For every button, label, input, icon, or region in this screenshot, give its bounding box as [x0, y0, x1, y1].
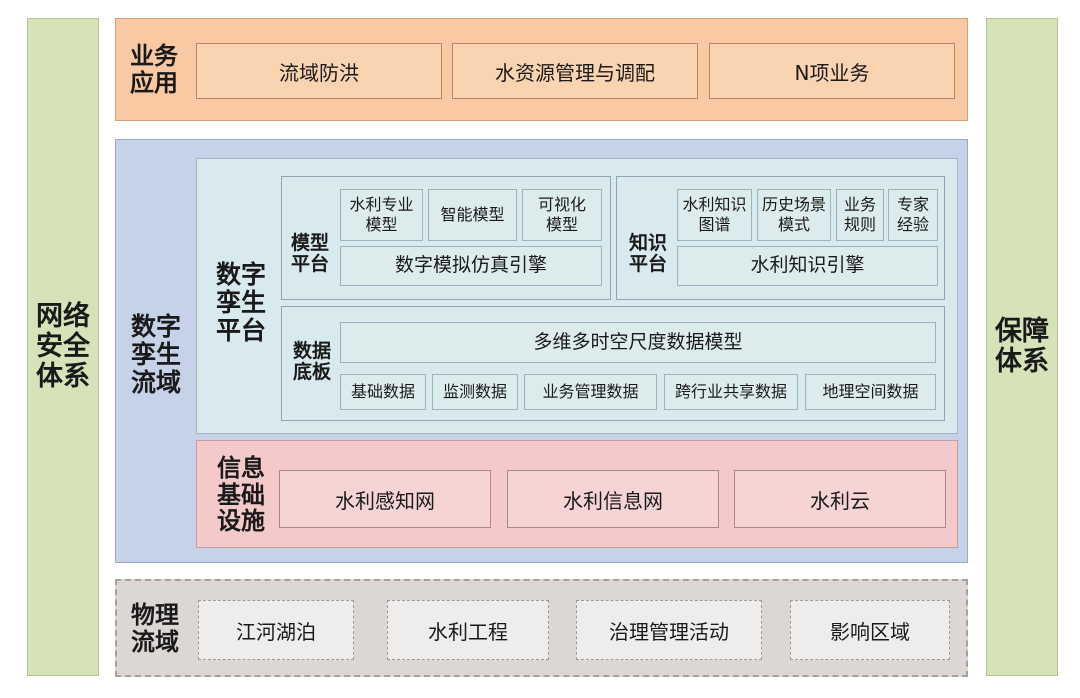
business-app-label-text: 业务应用: [130, 42, 178, 97]
data-item: 地理空间数据: [805, 374, 936, 410]
knowledge-item: 历史场景模式: [757, 189, 831, 241]
physical-basin-label-text: 物理流域: [131, 601, 179, 656]
infra-item: 水利信息网: [507, 470, 719, 528]
physical-basin-label: 物理流域: [123, 593, 187, 665]
business-item: N项业务: [709, 43, 955, 99]
model-item: 水利专业模型: [340, 189, 423, 241]
info-infra-label: 信息基础设施: [209, 447, 273, 543]
infra-item: 水利感知网: [279, 470, 491, 528]
physical-item: 影响区域: [790, 600, 950, 660]
data-base-panel: 数据底板 多维多时空尺度数据模型 基础数据 监测数据 业务管理数据 跨行业共享数…: [281, 306, 945, 421]
guarantee-system-label: 保障体系: [995, 315, 1049, 377]
knowledge-item-text: 业务规则: [843, 195, 876, 234]
data-item: 业务管理数据: [524, 374, 657, 410]
model-platform-panel: 模型平台 水利专业模型 智能模型 可视化模型 数字模拟仿真引擎: [281, 176, 611, 300]
model-platform-label: 模型平台: [286, 227, 334, 281]
knowledge-platform-label: 知识平台: [621, 227, 675, 281]
model-item: 可视化模型: [522, 189, 602, 241]
guarantee-system-panel: 保障体系: [986, 18, 1058, 676]
model-item-text: 水利专业模型: [349, 195, 414, 234]
info-infra-label-text: 信息基础设施: [217, 453, 265, 536]
physical-item: 水利工程: [387, 600, 549, 660]
info-infra-panel: 信息基础设施 水利感知网 水利信息网 水利云: [196, 440, 958, 548]
business-item: 水资源管理与调配: [452, 43, 698, 99]
infra-item: 水利云: [734, 470, 946, 528]
digital-twin-platform-label-text: 数字孪生平台: [215, 260, 266, 345]
physical-item: 治理管理活动: [576, 600, 762, 660]
model-platform-label-text: 模型平台: [290, 231, 329, 275]
knowledge-item: 水利知识图谱: [677, 189, 752, 241]
physical-basin-panel: 物理流域 江河湖泊 水利工程 治理管理活动 影响区域: [115, 579, 968, 677]
digital-twin-platform-panel: 数字孪生平台 模型平台 水利专业模型 智能模型 可视化模型 数字模拟仿真引擎 知…: [196, 158, 958, 434]
business-app-label: 业务应用: [124, 33, 184, 107]
knowledge-item: 业务规则: [836, 189, 884, 241]
data-model: 多维多时空尺度数据模型: [340, 322, 936, 363]
model-item: 智能模型: [428, 189, 517, 241]
data-base-label: 数据底板: [286, 333, 338, 391]
digital-twin-basin-label: 数字孪生流域: [122, 300, 190, 410]
knowledge-item-text: 水利知识图谱: [682, 195, 747, 234]
business-app-panel: 业务应用 流域防洪 水资源管理与调配 N项业务: [115, 18, 968, 121]
knowledge-engine: 水利知识引擎: [677, 246, 938, 286]
digital-twin-basin-label-text: 数字孪生流域: [130, 312, 181, 397]
network-security-panel: 网络安全体系: [27, 18, 99, 676]
physical-item: 江河湖泊: [198, 600, 354, 660]
knowledge-platform-panel: 知识平台 水利知识图谱 历史场景模式 业务规则 专家经验 水利知识引擎: [616, 176, 945, 300]
data-item: 监测数据: [432, 374, 518, 410]
knowledge-item: 专家经验: [888, 189, 938, 241]
knowledge-item-text: 历史场景模式: [761, 195, 826, 234]
knowledge-item-text: 专家经验: [896, 195, 929, 234]
data-base-label-text: 数据底板: [292, 339, 331, 383]
digital-twin-basin-panel: 数字孪生流域 数字孪生平台 模型平台 水利专业模型 智能模型 可视化模型 数字模…: [115, 139, 968, 563]
model-item-text: 可视化模型: [537, 195, 586, 234]
knowledge-platform-label-text: 知识平台: [628, 231, 667, 275]
model-engine: 数字模拟仿真引擎: [340, 246, 602, 286]
data-item: 基础数据: [340, 374, 426, 410]
network-security-label: 网络安全体系: [36, 300, 90, 393]
business-item: 流域防洪: [196, 43, 442, 99]
digital-twin-platform-label: 数字孪生平台: [209, 253, 273, 353]
data-item: 跨行业共享数据: [664, 374, 798, 410]
